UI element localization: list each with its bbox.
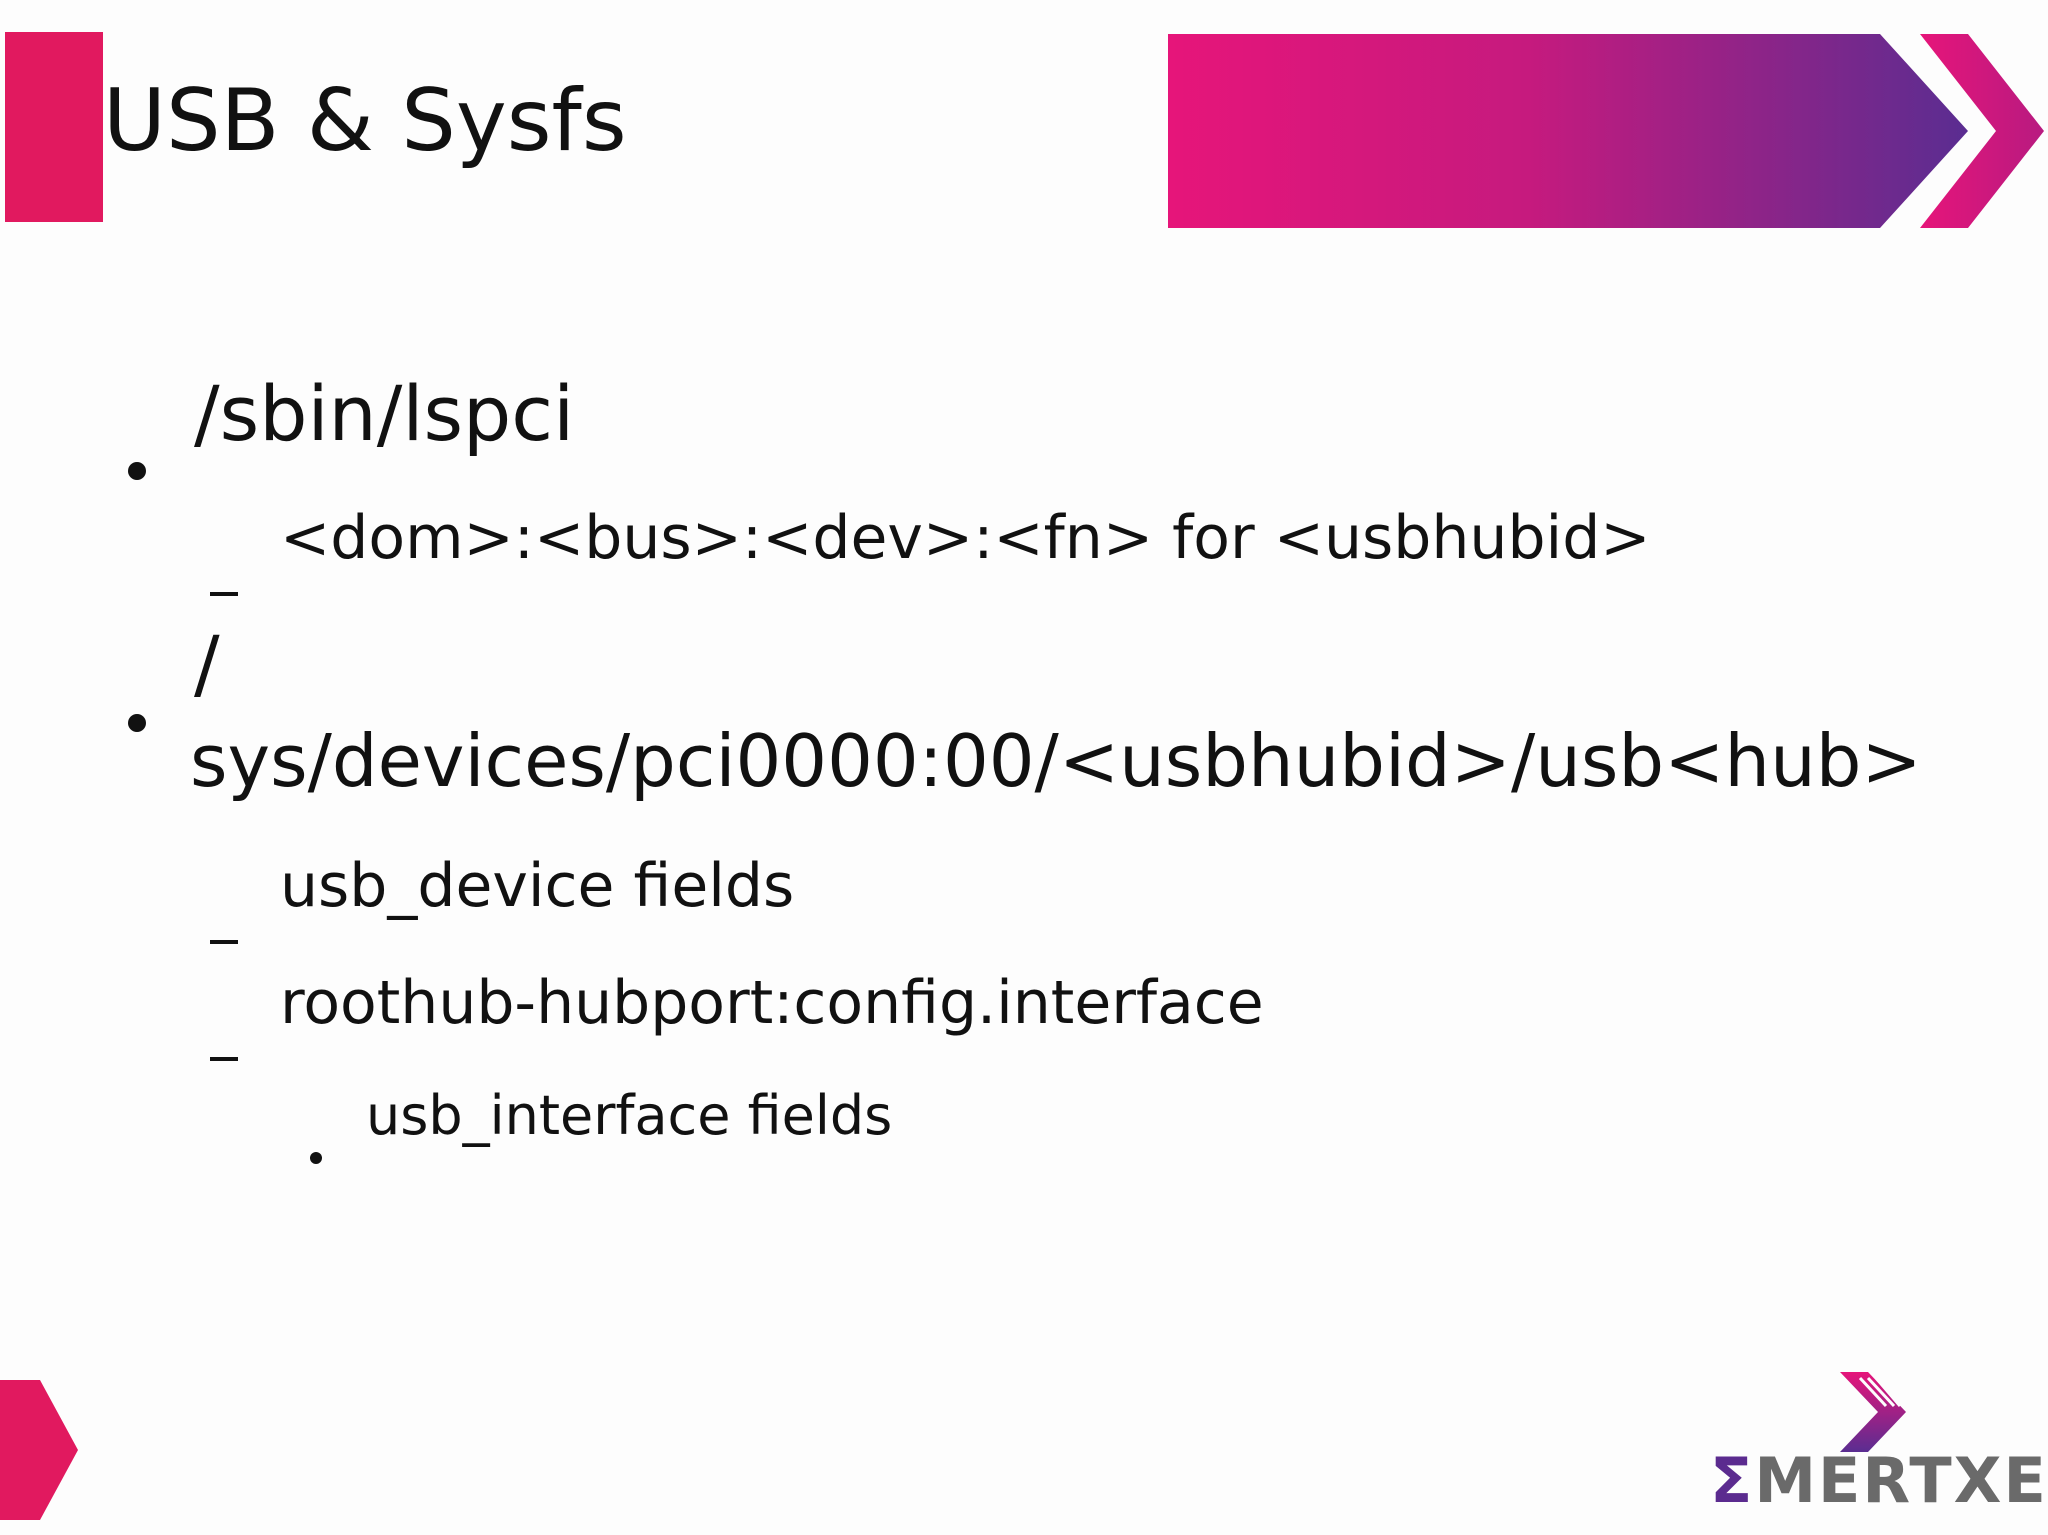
sub-bullet-text: roothub-hubport:config.interface [280,968,1264,1038]
dash-marker [210,540,238,612]
logo-arrow-icon [1840,1372,1920,1458]
logo-wordmark: ΣMERTXE [1710,1450,2048,1512]
bullet-text: sys/devices/pci0000:00/<usbhubid>/usb<hu… [190,719,1922,803]
logo-text: MERTXE [1754,1444,2048,1517]
logo-sigma: Σ [1710,1444,1755,1517]
bullet-marker [128,660,146,751]
bottom-chevron-icon [0,1380,80,1520]
dash-marker [210,1005,238,1077]
bullet-marker [310,1114,322,1179]
emertxe-logo: ΣMERTXE [1710,1372,2046,1522]
bullet-marker [128,408,146,499]
banner-arrow-shape [1168,34,1968,228]
left-accent-bar [5,32,103,222]
dash-marker [210,888,238,960]
header-banner-graphic [1168,34,2044,228]
sub-bullet-text: usb_device fields [280,851,795,921]
bullet-text: /sbin/lspci [194,369,575,458]
header-banner [1168,34,2048,228]
slide-title: USB & Sysfs [103,71,627,171]
sub-sub-bullet-text: usb_interface fields [366,1084,893,1147]
sub-bullet-text: <dom>:<bus>:<dev>:<fn> for <usbhubid> [280,503,1651,573]
banner-chevron-icon [1920,34,2044,228]
bullet-text: / [194,619,220,708]
